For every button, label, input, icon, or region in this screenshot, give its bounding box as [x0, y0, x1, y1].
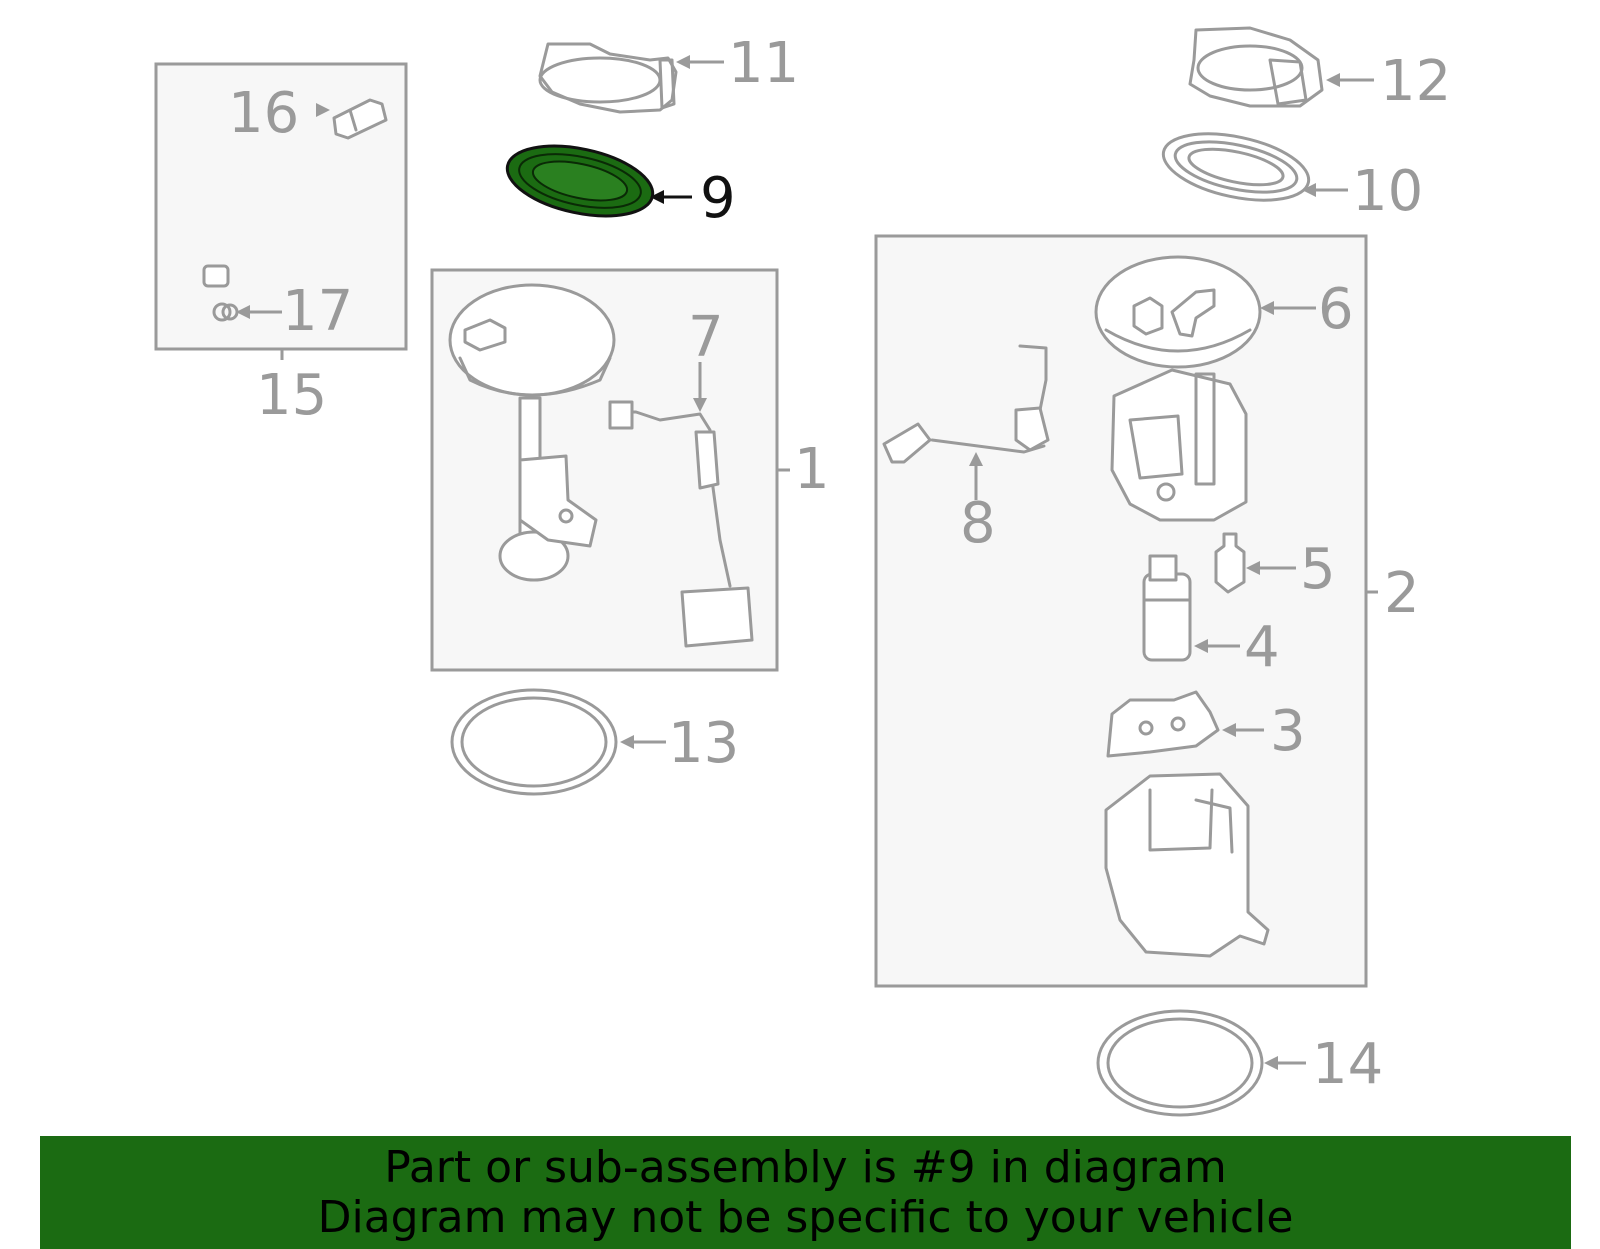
banner-line-1: Part or sub-assembly is #9 in diagram [384, 1141, 1227, 1193]
callout-14: 14 [1312, 1032, 1383, 1097]
callout-4: 4 [1244, 615, 1280, 680]
part-11-retainer[interactable] [538, 42, 678, 114]
callout-1: 1 [794, 437, 830, 502]
part-3-bracket[interactable] [1106, 690, 1220, 758]
group-box-2 [874, 234, 1368, 988]
callout-12: 12 [1380, 49, 1451, 114]
callout-6: 6 [1318, 277, 1354, 342]
callout-11: 11 [728, 31, 799, 96]
part-8-fuel-level-sender[interactable] [882, 344, 1050, 464]
callout-9[interactable]: 9 [700, 166, 736, 231]
part-12-retainer[interactable] [1188, 26, 1324, 108]
part-10-gasket[interactable] [1157, 122, 1314, 211]
part-16-connector[interactable] [332, 98, 388, 140]
part-1-fuel-pump-module[interactable] [448, 283, 754, 648]
part-9-gasket-highlighted[interactable] [501, 134, 659, 227]
part-14-seal-ring[interactable] [1096, 1009, 1264, 1117]
callout-15: 15 [256, 363, 327, 428]
banner-line-2: Diagram may not be specific to your vehi… [317, 1191, 1294, 1243]
part-13-seal-ring[interactable] [450, 688, 618, 796]
part-6-pump-module-flange[interactable] [1094, 255, 1262, 522]
info-banner: Part or sub-assembly is #9 in diagram Di… [40, 1136, 1571, 1249]
callout-17: 17 [282, 279, 353, 344]
callout-2: 2 [1384, 561, 1420, 626]
callout-16: 16 [228, 81, 299, 146]
part-4-filter[interactable] [1142, 554, 1192, 662]
callout-8: 8 [960, 491, 996, 556]
part-5-pressure-regulator[interactable] [1214, 532, 1246, 594]
part-2-reservoir[interactable] [1104, 772, 1270, 958]
part-15-hose[interactable] [182, 142, 318, 288]
callout-5: 5 [1300, 537, 1336, 602]
callout-10: 10 [1352, 159, 1423, 224]
leader-arrows [236, 55, 1378, 1070]
callout-7: 7 [688, 305, 724, 370]
callout-3: 3 [1270, 699, 1306, 764]
callout-13: 13 [668, 711, 739, 776]
